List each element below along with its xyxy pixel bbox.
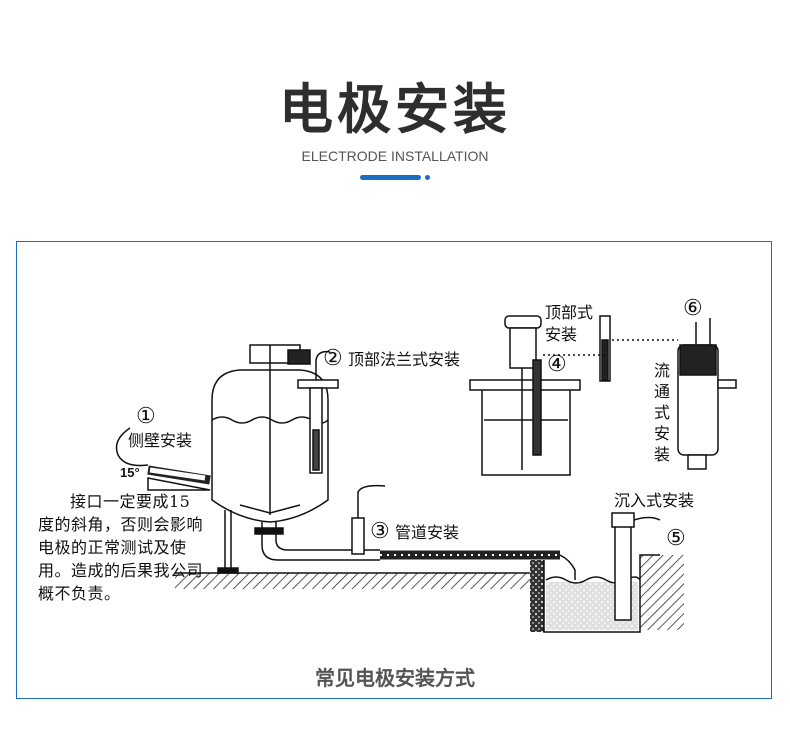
method-2-number: ② xyxy=(323,346,343,371)
ground-hatch xyxy=(175,573,530,589)
side-probe xyxy=(115,427,211,491)
pipe-probe xyxy=(351,484,576,580)
angle-label: 15° xyxy=(120,465,140,480)
method-4-label-line2: 安装 xyxy=(545,325,578,344)
pit-wall xyxy=(530,560,544,632)
diagram-frame xyxy=(16,241,772,699)
method-4-number: ④ xyxy=(547,352,567,377)
installation-note: 接口一定要成15度的斜角，否则会影响电极的正常测试及使用。造成的后果我公司概不负… xyxy=(38,492,204,603)
page-title: 电极安装 xyxy=(279,78,511,141)
method-5-number: ⑤ xyxy=(666,526,686,551)
method-6-label: 流通式安装 xyxy=(654,361,671,464)
flow-cell xyxy=(612,318,737,470)
accent-dot xyxy=(425,175,430,180)
method-4-label-line1: 顶部式 xyxy=(545,303,594,322)
method-3-label: 管道安装 xyxy=(395,523,460,542)
method-2-label: 顶部法兰式安装 xyxy=(348,350,461,369)
flange-probe xyxy=(297,350,339,474)
diagram-caption: 常见电极安装方式 xyxy=(315,666,475,690)
page-subtitle: ELECTRODE INSTALLATION xyxy=(301,148,489,164)
immersion-tank xyxy=(543,512,661,633)
top-vessel xyxy=(469,315,611,476)
method-1-label: 侧壁安装 xyxy=(128,431,193,450)
method-1-number: ① xyxy=(136,404,156,429)
accent-bar xyxy=(360,175,421,180)
method-5-label: 沉入式安装 xyxy=(614,491,695,510)
method-3-number: ③ xyxy=(370,519,390,544)
method-6-number: ⑥ xyxy=(683,296,703,321)
